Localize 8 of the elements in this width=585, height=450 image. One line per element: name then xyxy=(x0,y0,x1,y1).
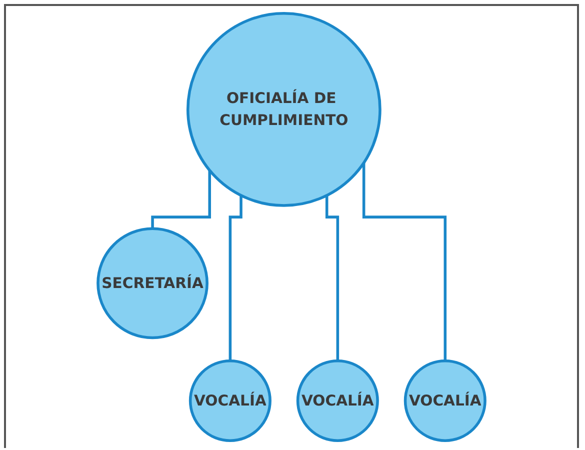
node-circle: VOCALÍA xyxy=(188,359,272,442)
connector xyxy=(151,170,211,230)
node-circle: VOCALÍA xyxy=(296,359,379,442)
connector xyxy=(325,195,340,362)
connector xyxy=(228,195,242,362)
node-circle: OFICIALÍA DE CUMPLIMIENTO xyxy=(186,12,382,207)
node-circle: SECRETARÍA xyxy=(96,227,208,340)
node-circle: VOCALÍA xyxy=(404,359,486,442)
